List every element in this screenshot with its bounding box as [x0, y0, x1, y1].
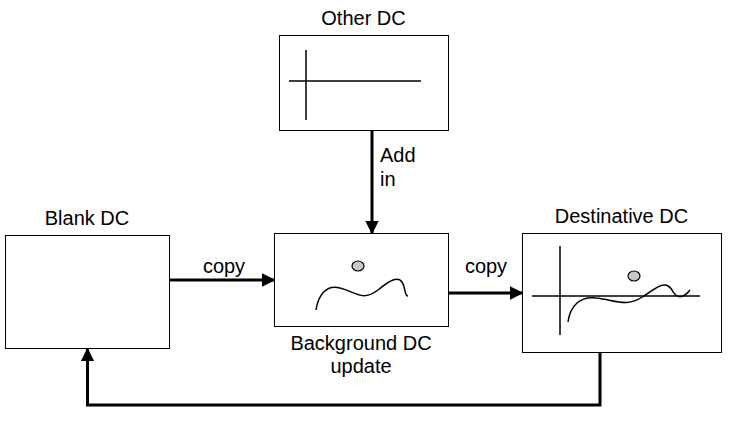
arrow-label: Add in: [378, 143, 426, 191]
box-title: Blank DC: [5, 207, 170, 230]
axis-line: [559, 246, 561, 335]
dc-box: Background DC update: [274, 233, 449, 327]
dot-shape: [352, 261, 364, 271]
flow-arrow: [371, 131, 374, 233]
axis-line: [532, 295, 700, 297]
axis-line: [289, 80, 421, 82]
box-title: Destinative DC: [522, 205, 722, 228]
arrow-label: copy: [452, 254, 520, 278]
box-title: Other DC: [279, 7, 449, 30]
box-title: Background DC update: [274, 332, 449, 378]
flow-arrow: [449, 292, 522, 295]
flow-arrow: [170, 279, 274, 282]
dc-box: Other DC: [279, 35, 449, 131]
dc-box: Destinative DC: [522, 233, 722, 353]
curve-line: [568, 285, 690, 322]
axis-line: [305, 50, 307, 120]
dot-shape: [628, 271, 640, 281]
arrow-label: copy: [190, 254, 258, 278]
curve-line: [316, 279, 408, 310]
dc-box: Blank DC: [5, 235, 170, 349]
